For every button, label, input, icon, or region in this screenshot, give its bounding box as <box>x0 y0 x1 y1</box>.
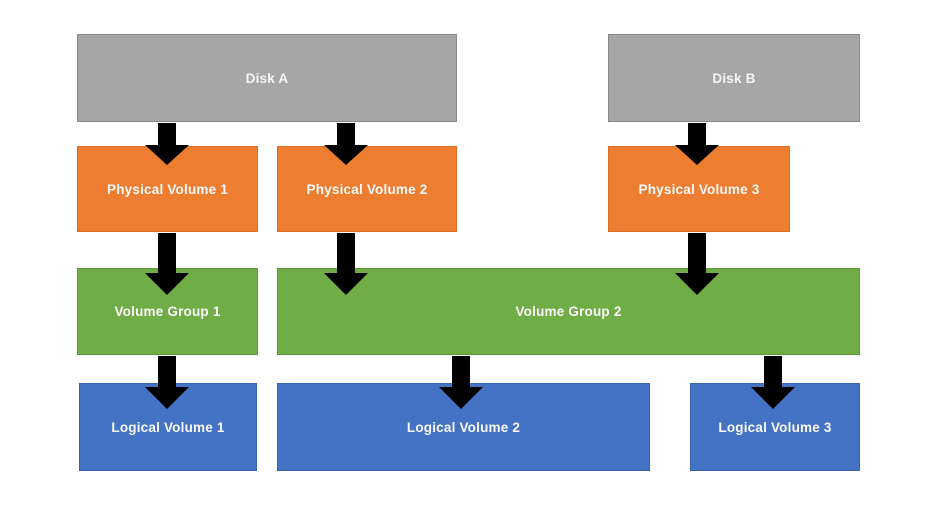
node-volume-group-1: Volume Group 1 <box>77 268 258 355</box>
arrow-vg-2-to-lv-2-icon <box>437 355 485 410</box>
arrow-disk-a-to-pv-1-icon <box>143 122 191 166</box>
node-disk-a: Disk A <box>77 34 457 122</box>
arrow-vg-2-to-lv-3-icon <box>749 355 797 410</box>
arrow-pv-1-to-vg-1-icon <box>143 232 191 296</box>
arrow-pv-2-to-vg-2-icon <box>322 232 370 296</box>
node-volume-group-2: Volume Group 2 <box>277 268 860 355</box>
arrow-vg-1-to-lv-1-icon <box>143 355 191 410</box>
arrow-disk-b-to-pv-3-icon <box>673 122 721 166</box>
arrow-pv-3-to-vg-2-icon <box>673 232 721 296</box>
node-disk-b: Disk B <box>608 34 860 122</box>
node-physical-volume-2: Physical Volume 2 <box>277 146 457 232</box>
arrow-disk-a-to-pv-2-icon <box>322 122 370 166</box>
